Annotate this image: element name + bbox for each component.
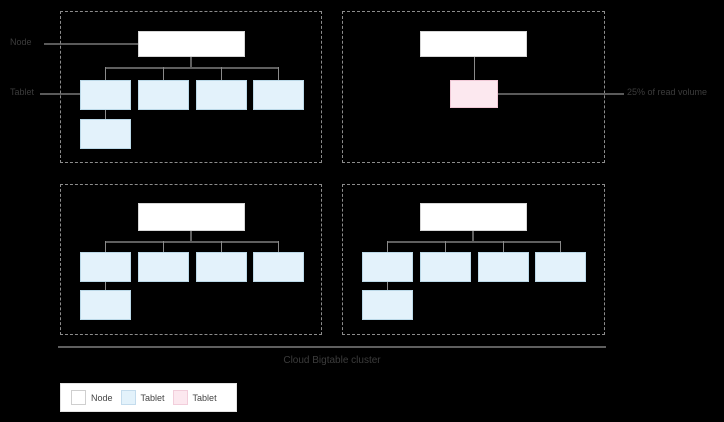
tablet-box[interactable] [362, 290, 413, 320]
legend-item-hot-tablet: Tablet [172, 390, 217, 405]
tablet-box[interactable] [138, 252, 189, 282]
tablet-box[interactable] [362, 252, 413, 282]
callout-read-volume: 25% of read volume [627, 87, 708, 97]
tablet-box[interactable] [138, 80, 189, 110]
tablet-drop-connector [105, 282, 106, 292]
tablet-box[interactable] [535, 252, 586, 282]
tablet-drop-connector [163, 241, 164, 254]
tablet-drop-connector [163, 67, 164, 80]
hot-tablet-box[interactable] [450, 80, 498, 108]
legend-swatch-hot-tablet-icon [172, 390, 188, 405]
side-label-tablet: Tablet [10, 87, 35, 97]
tablet-drop-connector [445, 241, 446, 254]
tablet-drop-connector [387, 241, 388, 254]
tablet-bus-connector [105, 67, 279, 69]
tablet-bus-connector [387, 241, 561, 243]
callout-leader-line [498, 93, 624, 95]
tablet-box[interactable] [196, 80, 247, 110]
cluster-label: Cloud Bigtable cluster [283, 355, 381, 366]
tablet-box[interactable] [253, 252, 304, 282]
legend-item-tablet: Tablet [120, 390, 165, 405]
node-box[interactable] [420, 31, 527, 57]
tablet-box[interactable] [196, 252, 247, 282]
tablet-drop-connector [278, 241, 279, 254]
node-panel-bottom-right [342, 184, 605, 335]
tablet-box[interactable] [80, 252, 131, 282]
tablet-box[interactable] [80, 80, 131, 110]
tablet-bus-connector [105, 241, 279, 243]
legend-label-hot-tablet: Tablet [192, 392, 217, 403]
legend-swatch-tablet-icon [120, 390, 136, 405]
node-box[interactable] [138, 31, 245, 57]
tablet-drop-connector [387, 282, 388, 292]
node-trunk-connector [190, 231, 192, 242]
node-trunk-connector [472, 231, 474, 242]
legend-swatch-node-icon [71, 390, 86, 405]
node-panel-top-left [60, 11, 322, 163]
legend-label-tablet: Tablet [140, 392, 165, 403]
node-box[interactable] [420, 203, 527, 231]
tablet-box[interactable] [478, 252, 529, 282]
legend-item-node: Node [71, 390, 113, 405]
tablet-drop-connector [560, 241, 561, 254]
tablet-drop-connector [221, 241, 222, 254]
tablet-drop-connector [503, 241, 504, 254]
node-panel-bottom-left [60, 184, 322, 335]
node-trunk-connector [190, 57, 192, 68]
tablet-drop-connector [105, 110, 106, 120]
tablet-drop-connector [278, 67, 279, 80]
tablet-drop-connector [105, 241, 106, 254]
cluster-rule [58, 346, 606, 348]
tablet-box[interactable] [80, 119, 131, 149]
tablet-box[interactable] [253, 80, 304, 110]
node-panel-top-right [342, 11, 605, 163]
tablet-box[interactable] [80, 290, 131, 320]
legend: Node Tablet Tablet [60, 383, 237, 412]
tablet-drop-connector [221, 67, 222, 80]
legend-label-node: Node [91, 392, 113, 403]
node-trunk-connector [474, 57, 475, 80]
node-box[interactable] [138, 203, 245, 231]
node-leader-line [44, 43, 138, 45]
tablet-box[interactable] [420, 252, 471, 282]
tablet-drop-connector [105, 67, 106, 80]
side-label-node: Node [10, 37, 32, 47]
